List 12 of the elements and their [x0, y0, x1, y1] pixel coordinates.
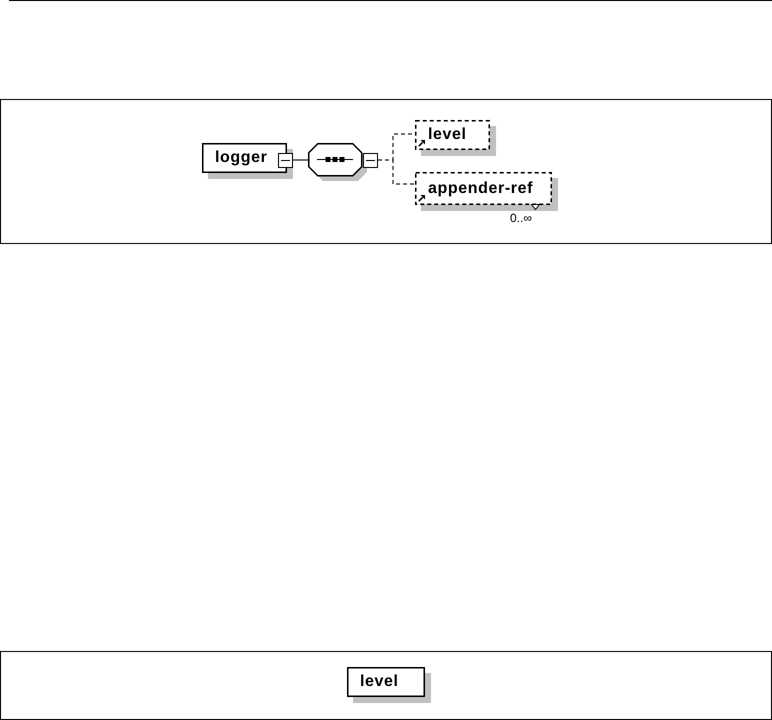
element-name: appender-ref: [428, 180, 533, 198]
element-name: logger: [215, 149, 268, 167]
diagram-panel: [0, 651, 772, 720]
multiplicity-label: 0..∞: [510, 211, 532, 225]
connector-line: [378, 160, 416, 184]
element-box: [347, 667, 432, 704]
element-box: [202, 143, 293, 180]
dashed-element-box: [415, 172, 559, 213]
element-name: level: [428, 126, 467, 144]
element-name: level: [360, 673, 399, 691]
dashed-element-box: [415, 120, 497, 157]
diagram-panel: [0, 99, 772, 244]
